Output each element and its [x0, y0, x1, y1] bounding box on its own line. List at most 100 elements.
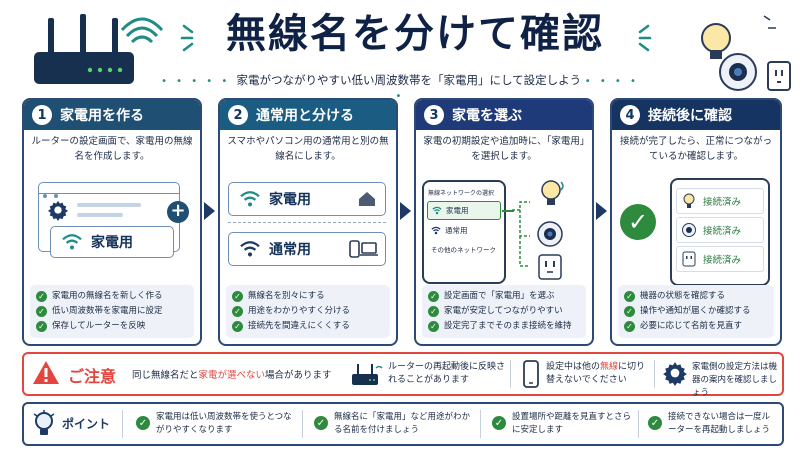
warning-note-1: ルーターの再起動後に反映されることがあります [388, 362, 506, 385]
divider [228, 222, 386, 223]
step-title: 家電用を作る [60, 108, 144, 124]
smartphone-icon [522, 360, 540, 392]
bulb-icon [536, 178, 566, 212]
warning-icon [32, 360, 60, 390]
gear-icon [47, 199, 69, 225]
step-description: ルーターの設定画面で、家電用の無線名を作成します。 [31, 136, 193, 162]
step-header: 4 接続後に確認 [612, 100, 780, 130]
point-label: ポイント [62, 417, 111, 431]
arrow-right-icon [400, 202, 411, 220]
check-icon: ✓ [428, 306, 439, 317]
check-icon: ✓ [232, 321, 243, 332]
warning-note-2: 設定中は他の無線に切り替えないでください [546, 362, 646, 385]
step-number: 3 [424, 105, 444, 125]
lightbulb-icon [32, 410, 56, 442]
check-icon: ✓ [36, 306, 47, 317]
divider [122, 410, 123, 438]
outlet-icon [682, 251, 696, 267]
tip-4: 接続できない場合は一度ルーターを再起動しましょう [668, 412, 771, 435]
check-icon: ✓ [136, 416, 150, 430]
step-description: 家電の初期設定や追加時に、「家電用」を選択します。 [423, 136, 585, 162]
divider [638, 410, 639, 438]
outlet-icon [538, 254, 562, 284]
check-icon: ✓ [314, 416, 328, 430]
phone-mockup: 接続済み 接続済み 接続済み [670, 178, 770, 286]
check-icon: ✓ [232, 291, 243, 302]
checklist-item: ✓設定完了までそのまま接続を維持 [428, 319, 580, 334]
router-illustration [28, 12, 168, 90]
router-small-icon [350, 360, 384, 392]
tip-2: 無線名に「家電用」など用途がわかる名前を付けましょう [334, 412, 471, 435]
device-status-row: 接続済み [676, 217, 764, 243]
subtitle-text: 家電がつながりやすい低い周波数帯を「家電用」にして設定しよう [236, 73, 582, 87]
step-number: 1 [32, 105, 52, 125]
phone-header: 無線ネットワークの選択 [428, 190, 495, 197]
step-number: 4 [620, 105, 640, 125]
network-label: 通常用 [269, 242, 311, 258]
step-header: 2 通常用と分ける [220, 100, 396, 130]
step-title: 通常用と分ける [256, 108, 354, 124]
wifi-icon [240, 241, 260, 257]
check-icon: ✓ [624, 321, 635, 332]
checklist: ✓機器の状態を確認する ✓操作や通知が届くか確認する ✓必要に応じて名前を見直す [618, 285, 774, 338]
network-option-other[interactable]: その他のネットワーク [431, 246, 496, 254]
check-icon: ✓ [492, 416, 506, 430]
page-title: 無線名を分けて確認 [226, 11, 604, 57]
check-icon: ✓ [232, 306, 243, 317]
sparkle-left-icon [180, 22, 202, 60]
warning-label: ご注意 [68, 367, 117, 386]
warning-note-3: 家電側の設定方法は機器の案内を確認しましょう [692, 362, 778, 398]
wifi-icon [240, 191, 260, 207]
check-icon: ✓ [648, 416, 662, 430]
divider [510, 360, 511, 388]
step-description: 接続が完了したら、正常につながっているか確認します。 [619, 136, 772, 162]
step-card-3: 3 家電を選ぶ 家電の初期設定や追加時に、「家電用」を選択します。 無線ネットワ… [414, 98, 594, 346]
wifi-icon [432, 206, 442, 215]
camera-icon [682, 223, 696, 237]
phone-mockup: 無線ネットワークの選択 家電用 通常用 その他のネットワーク [422, 180, 506, 284]
warning-text: 同じ無線名だと家電が選べない場合があります [132, 370, 332, 381]
network-label: 家電用 [269, 192, 311, 208]
checklist-item: ✓家電が安定してつながりやすい [428, 304, 580, 319]
checklist: ✓設定画面で「家電用」を選ぶ ✓家電が安定してつながりやすい ✓設定完了までその… [422, 285, 586, 338]
add-icon: + [167, 201, 189, 223]
check-icon: ✓ [428, 321, 439, 332]
step-header: 1 家電用を作る [24, 100, 200, 130]
point-bar: ポイント ✓ 家電用は低い周波数帯を使うとつながりやすくなります ✓ 無線名に「… [22, 402, 784, 446]
step-number: 2 [228, 105, 248, 125]
wifi-icon [62, 234, 82, 250]
house-icon [359, 192, 375, 206]
network-option-appliance[interactable]: 家電用 [427, 201, 501, 220]
tip-1: 家電用は低い周波数帯を使うとつながりやすくなります [156, 412, 292, 435]
check-icon: ✓ [36, 291, 47, 302]
step-card-1: 1 家電用を作る ルーターの設定画面で、家電用の無線名を作成します。 + 家電用… [22, 98, 202, 346]
arrow-right-icon [502, 210, 514, 212]
checklist-item: ✓保存してルーターを反映 [36, 319, 188, 334]
checklist-item: ✓低い周波数帯を家電用に設定 [36, 304, 188, 319]
appliances-illustration [676, 10, 796, 96]
dots-decoration: • • • • • [395, 76, 639, 102]
step-card-4: 4 接続後に確認 接続が完了したら、正常につながっているか確認します。 ✓ 接続… [610, 98, 782, 346]
check-icon: ✓ [624, 306, 635, 317]
camera-icon [534, 218, 566, 252]
check-icon: ✓ [36, 321, 47, 332]
network-option-normal[interactable]: 通常用 [427, 222, 501, 239]
checklist-item: ✓用途をわかりやすく分ける [232, 304, 384, 319]
divider [654, 360, 655, 388]
arrow-right-icon [596, 202, 607, 220]
dots-decoration: • • • • • [161, 76, 237, 87]
divider [480, 410, 481, 438]
bulb-icon [683, 193, 695, 208]
wifi-icon [431, 226, 441, 235]
step-description: スマホやパソコン用の通常用と別の無線名にします。 [227, 136, 389, 162]
checklist-item: ✓家電用の無線名を新しく作る [36, 289, 188, 304]
step-header: 3 家電を選ぶ [416, 100, 592, 130]
warning-bar: ご注意 同じ無線名だと家電が選べない場合があります ルーターの再起動後に反映され… [22, 352, 784, 398]
checklist: ✓無線名を別々にする ✓用途をわかりやすく分ける ✓接続先を間違えにくくする [226, 285, 390, 338]
wifi-name-box: 家電用 [50, 226, 174, 258]
checklist-item: ✓設定画面で「家電用」を選ぶ [428, 289, 580, 304]
tip-3: 設置場所や距離を見直すとさらに安定します [512, 412, 632, 435]
connection-lines [512, 201, 530, 267]
window-titlebar [39, 183, 179, 198]
page-subtitle: • • • • • 家電がつながりやすい低い周波数帯を「家電用」にして設定しよう… [160, 72, 640, 102]
